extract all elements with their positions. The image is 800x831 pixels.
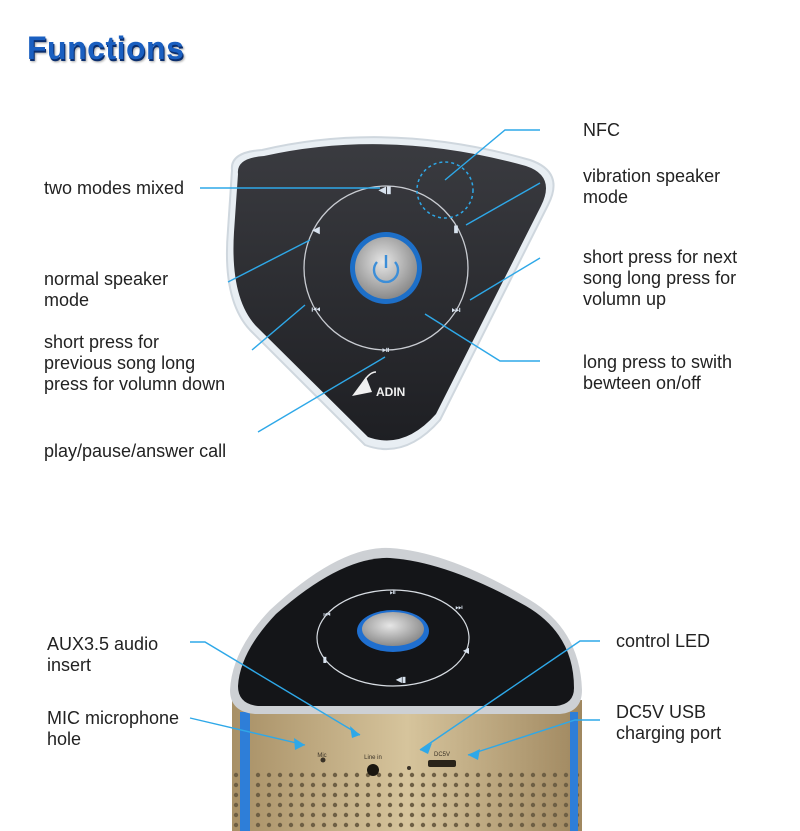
label-line: volumn up: [583, 289, 667, 309]
label-play-pause: play/pause/answer call: [44, 441, 227, 461]
label-line: normal speaker: [44, 269, 169, 289]
play-pause-icon: ⏯: [382, 345, 390, 356]
usb-port: [428, 760, 456, 767]
control-led: [407, 766, 411, 770]
label-control-led: control LED: [616, 631, 711, 651]
label-line: insert: [47, 655, 92, 675]
port-line-in-text: Line in: [364, 755, 382, 761]
label-two-modes: two modes mixed: [44, 178, 185, 198]
label-mic: MIC microphone hole: [47, 708, 179, 750]
speaker-mode-icon: ◀: [312, 225, 320, 236]
port-mic-text: Mic: [317, 753, 326, 759]
brand-logo: [352, 371, 377, 396]
previous-icon: ⏮: [312, 305, 321, 316]
label-line: hole: [47, 729, 82, 749]
label-previous-song: short press for previous song long press…: [44, 332, 225, 395]
label-line: short press for next: [583, 247, 738, 267]
label-line: charging port: [616, 723, 722, 743]
power-icon: [372, 255, 400, 284]
label-line: bewteen on/off: [583, 373, 701, 393]
label-vibration-mode: vibration speaker mode: [583, 166, 720, 208]
label-next-song: short press for next song long press for…: [583, 247, 737, 310]
label-normal-mode: normal speaker mode: [44, 269, 168, 311]
svg-text:⏭: ⏭: [455, 603, 462, 612]
port-dc-text: DC5V: [434, 752, 450, 758]
leader-lines: [189, 129, 600, 760]
next-icon: ⏭: [452, 305, 461, 316]
svg-text:◀▮: ◀▮: [396, 675, 407, 684]
label-line: press for volumn down: [44, 374, 226, 394]
label-line: previous song long: [44, 353, 196, 373]
label-line: mode: [583, 187, 629, 207]
label-line: long press to swith: [583, 352, 733, 372]
speaker-top-view: ◀▮ ◀ ▮ ⏮ ⏭ ⏯: [225, 136, 555, 451]
label-line: short press for: [44, 332, 160, 352]
svg-text:⏮: ⏮: [323, 610, 330, 619]
vibration-mode-icon: ▮: [453, 224, 459, 235]
mixed-mode-icon: ◀▮: [378, 185, 391, 196]
svg-text:⏯: ⏯: [390, 588, 396, 597]
speaker-side-view: ⏯ ⏮ ⏭ ▮ ◀ ◀▮: [230, 547, 582, 831]
label-line: MIC microphone: [47, 708, 180, 728]
mic-hole: [320, 757, 326, 763]
label-line: AUX3.5 audio: [47, 634, 159, 654]
aux-jack: [367, 764, 379, 776]
label-power: long press to swith bewteen on/off: [583, 352, 732, 394]
label-nfc: NFC: [583, 120, 620, 140]
label-line: song long press for: [583, 268, 737, 288]
label-line: vibration speaker: [583, 166, 721, 186]
label-line: DC5V USB: [616, 702, 707, 722]
brand-text: ADIN: [376, 385, 405, 399]
nfc-zone: [416, 161, 474, 219]
svg-text:▮: ▮: [323, 655, 327, 664]
page-title: Functions: [27, 30, 185, 66]
svg-text:◀: ◀: [463, 646, 470, 655]
label-aux: AUX3.5 audio insert: [47, 634, 158, 676]
label-usb-port: DC5V USB charging port: [616, 702, 721, 744]
label-line: mode: [44, 290, 90, 310]
